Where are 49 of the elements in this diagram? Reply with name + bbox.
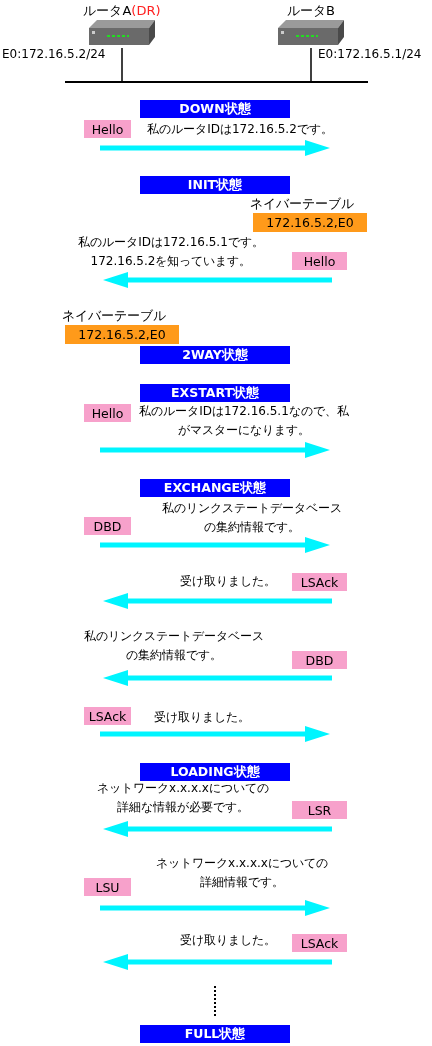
message-arrow — [100, 140, 330, 156]
message-arrow — [100, 442, 330, 458]
table-heading: ネイバーテーブル — [250, 195, 354, 213]
message-arrow — [103, 593, 332, 609]
state-box: INIT状態 — [140, 176, 290, 194]
packet-type-tag: DBD — [292, 651, 347, 669]
message-text: 私のルータIDは172.16.5.2です。 — [146, 121, 334, 138]
neighbor-table-entry: 172.16.5.2,E0 — [253, 213, 367, 232]
message-text: 受け取りました。 — [179, 573, 277, 590]
packet-type-tag: Hello — [84, 120, 131, 138]
message-text: 私のルータIDは172.16.5.1なので、私がマスターになります。 — [138, 403, 350, 439]
message-arrow — [103, 272, 332, 288]
interface-address: E0:172.16.5.2/24 — [2, 47, 106, 61]
message-text: 私のリンクステートデータベースの集約情報です。 — [161, 500, 343, 536]
packet-type-tag: DBD — [84, 517, 131, 535]
message-text: 受け取りました。 — [153, 709, 251, 726]
message-arrow — [100, 900, 330, 916]
connection-line — [121, 47, 123, 82]
message-arrow — [103, 954, 332, 970]
message-arrow — [100, 726, 330, 742]
router-name: ルータB — [287, 2, 335, 20]
packet-type-tag: Hello — [292, 252, 347, 270]
message-text: ネットワークx.x.x.xについての詳細情報です。 — [155, 855, 329, 891]
router-name: ルータA — [83, 2, 132, 20]
state-box: FULL状態 — [140, 1025, 290, 1043]
state-box: DOWN状態 — [140, 100, 290, 118]
message-arrow — [100, 537, 330, 553]
message-arrow — [103, 821, 332, 837]
message-text: 受け取りました。 — [179, 932, 277, 949]
message-arrow — [103, 670, 332, 686]
connection-line — [310, 47, 312, 82]
state-box: 2WAY状態 — [140, 346, 290, 364]
state-box: EXCHANGE状態 — [140, 479, 290, 497]
interface-address: E0:172.16.5.1/24 — [318, 47, 422, 61]
state-box: EXSTART状態 — [140, 384, 290, 402]
neighbor-table-entry: 172.16.5.2,E0 — [65, 325, 179, 344]
packet-type-tag: LSR — [292, 801, 347, 819]
packet-type-tag: LSAck — [292, 934, 347, 952]
table-heading: ネイバーテーブル — [62, 307, 166, 325]
state-box: LOADING状態 — [140, 763, 290, 781]
message-text: 私のリンクステートデータベースの集約情報です。 — [83, 628, 265, 664]
lan-segment-line — [65, 81, 368, 83]
packet-type-tag: LSAck — [292, 573, 347, 591]
router-name: (DR) — [131, 2, 161, 20]
message-text: 私のルータIDは172.16.5.1です。172.16.5.2を知っています。 — [77, 234, 265, 270]
packet-type-tag: LSU — [84, 878, 131, 896]
packet-type-tag: LSAck — [84, 707, 131, 725]
message-text: ネットワークx.x.x.xについての詳細な情報が必要です。 — [96, 780, 270, 816]
packet-type-tag: Hello — [84, 404, 131, 422]
